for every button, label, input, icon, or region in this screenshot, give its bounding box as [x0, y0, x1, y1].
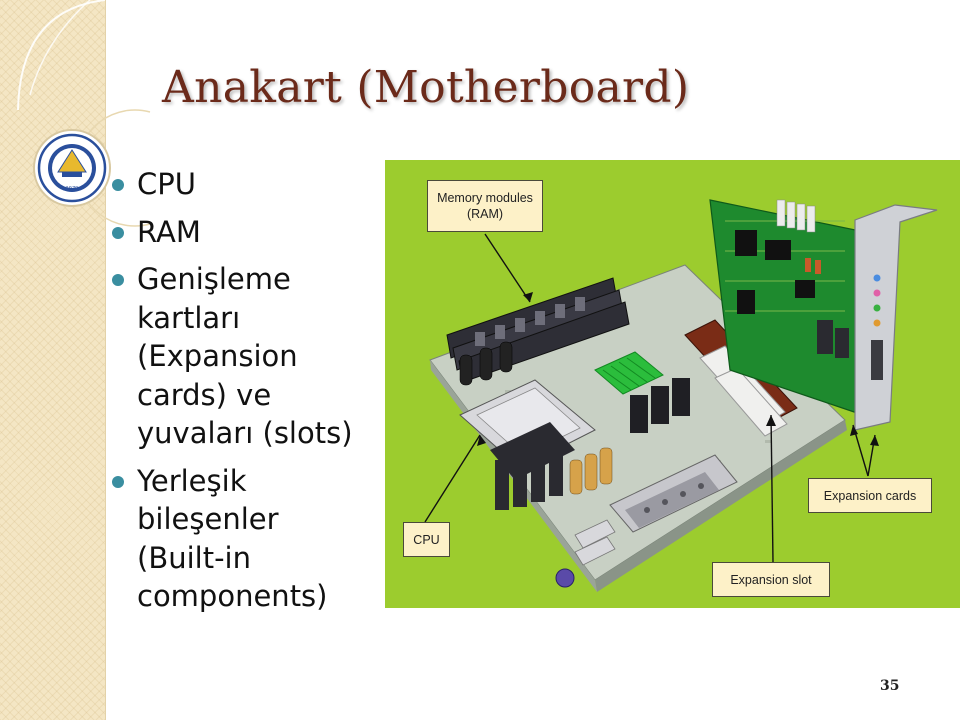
callout-memory-modules: Memory modules (RAM)	[427, 180, 543, 232]
bullet-item-ram: RAM	[110, 213, 385, 252]
bullet-dot-icon	[112, 475, 124, 488]
bullet-text-line: (Built-in	[137, 540, 251, 575]
callout-cpu-label: CPU	[413, 532, 440, 547]
seal-year: 1979	[66, 186, 79, 192]
callout-expansion-cards: Expansion cards	[808, 478, 932, 513]
callout-memory-line1: Memory modules	[437, 191, 533, 205]
page-number: 35	[880, 678, 900, 694]
callout-expansion-slot-label: Expansion slot	[730, 572, 812, 587]
bullet-item-cpu: CPU	[110, 165, 385, 204]
bullet-text-line: yuvaları (slots)	[137, 416, 353, 450]
bullet-dot-icon	[112, 179, 124, 191]
decorative-sidebar	[0, 0, 106, 720]
callout-memory-line2: (RAM)	[466, 207, 504, 221]
bullet-text-line: (Expansion	[137, 339, 298, 373]
bullet-text-line: Yerleşik	[137, 463, 247, 498]
bullet-text-line: components)	[137, 579, 328, 613]
bullet-dot-icon	[112, 226, 124, 239]
university-seal-icon: 1979	[33, 129, 111, 207]
callout-cpu: CPU	[403, 522, 450, 557]
card-bracket	[854, 204, 938, 431]
bullet-text-line: cards) ve	[137, 377, 272, 412]
callout-expansion-cards-label: Expansion cards	[823, 488, 917, 503]
slide-title: Anakart (Motherboard)	[162, 62, 690, 113]
callout-expansion-slot: Expansion slot	[712, 562, 830, 597]
expansion-card	[709, 199, 866, 416]
bullet-item-builtin: Yerleşik bileşenler (Built-in components…	[110, 462, 385, 616]
decorative-arcs: 1979	[17, 0, 151, 227]
bullet-text: RAM	[137, 214, 201, 249]
bullet-list: CPU RAM Genişleme kartları (Expansion ca…	[110, 165, 385, 625]
motherboard-figure: Memory modules (RAM) CPU Expansion cards…	[385, 160, 960, 608]
bullet-dot-icon	[112, 274, 124, 286]
bullet-text-line: kartları	[137, 300, 241, 335]
bullet-item-expansion: Genişleme kartları (Expansion cards) ve …	[110, 260, 385, 453]
motherboard-illustration	[424, 199, 938, 592]
bullet-text-line: bileşenler	[137, 502, 279, 536]
bullet-text-line: Genişleme	[137, 262, 291, 296]
bullet-text: CPU	[137, 167, 196, 201]
